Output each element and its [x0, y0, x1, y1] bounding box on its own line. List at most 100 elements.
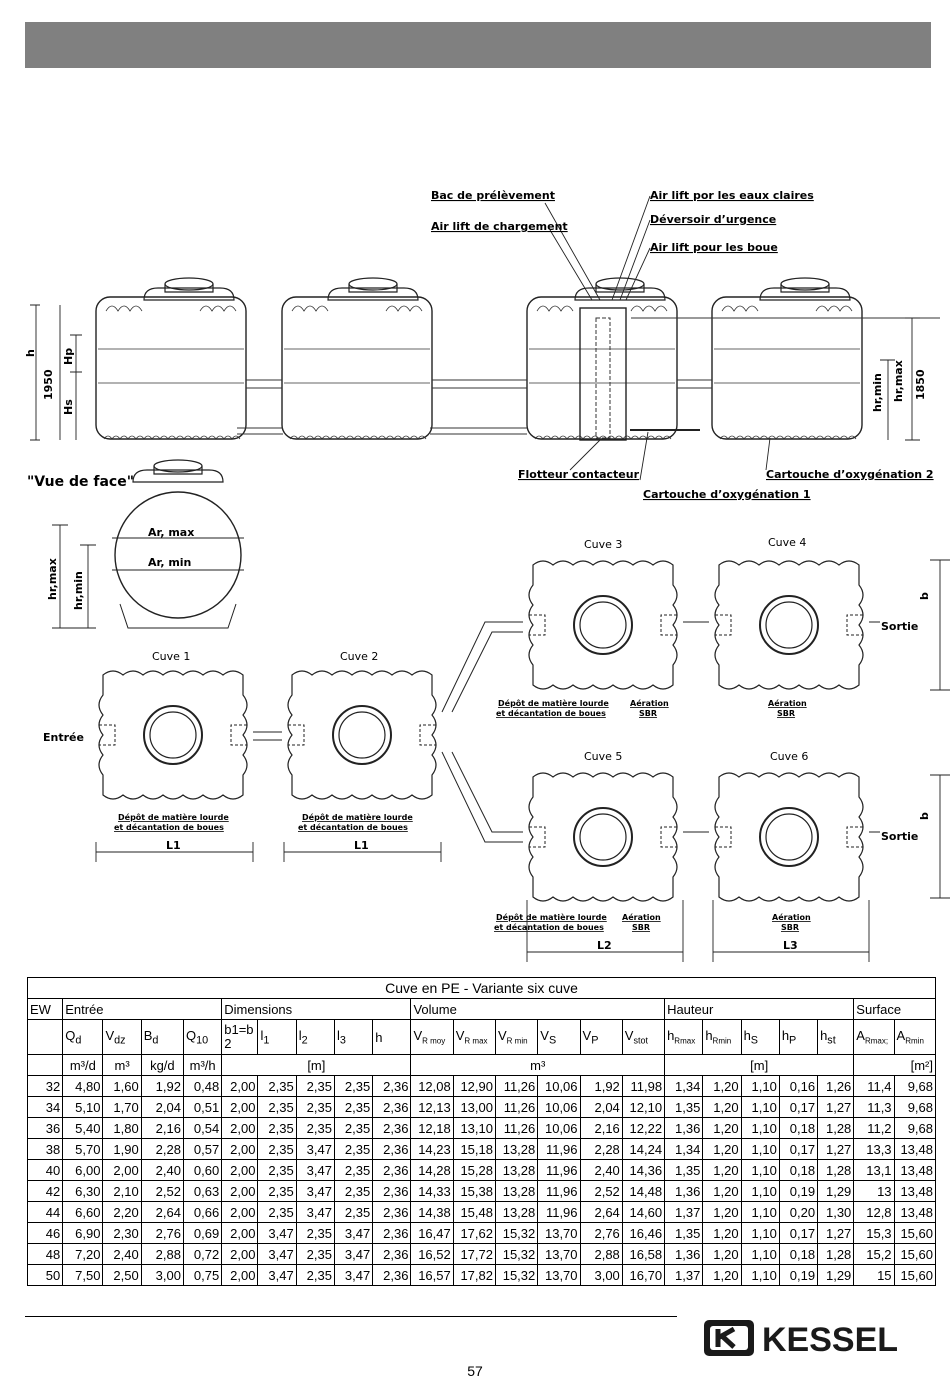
table-cell: 10,06: [537, 1117, 581, 1139]
depot-cuve5-l1: Dépôt de matière lourde: [496, 912, 607, 922]
table-cell: 1,20: [702, 1096, 742, 1118]
table-cell: 14,28: [410, 1159, 454, 1181]
table-cell: 1,10: [740, 1138, 780, 1160]
cuve-3-label: Cuve 3: [584, 538, 622, 551]
table-cell: 15,28: [452, 1159, 497, 1181]
l3-label: L3: [783, 939, 798, 952]
table-cell: 13,1: [853, 1159, 895, 1181]
table-title: Cuve en PE - Variante six cuve: [27, 977, 936, 999]
table-cell: 15,32: [494, 1243, 539, 1265]
table-cell: 0,19: [778, 1264, 819, 1286]
depot-cuve5-l2: et décantation de boues: [494, 922, 604, 932]
table-cell: 15,60: [893, 1243, 937, 1265]
callout-cartouche-1: Cartouche d’oxygénation 1: [643, 488, 811, 501]
table-cell: 1,35: [664, 1096, 704, 1118]
table-cell: 3,00: [140, 1264, 184, 1286]
table-cell: 7,50: [62, 1264, 104, 1286]
table-cell: 1,10: [740, 1243, 780, 1265]
table-cell: 1,20: [702, 1180, 742, 1202]
unit-vdz: m³: [102, 1054, 142, 1076]
table-cell: 42: [26, 1180, 64, 1202]
table-cell: 2,64: [579, 1201, 623, 1223]
table-cell: 1,36: [664, 1180, 704, 1202]
table-cell: 6,30: [62, 1180, 104, 1202]
table-cell: 2,50: [102, 1264, 142, 1286]
table-cell: 0,19: [778, 1180, 819, 1202]
table-cell: 15,18: [452, 1138, 497, 1160]
sym-hrmax: hRmax: [664, 1019, 704, 1055]
table-cell: 2,16: [579, 1117, 623, 1139]
sym-l1: l1: [257, 1019, 297, 1055]
table-cell: 1,36: [664, 1117, 704, 1139]
table-cell: 2,04: [579, 1096, 623, 1118]
table-cell: 1,29: [817, 1264, 855, 1286]
callout-flotteur-contacteur: Flotteur contacteur: [518, 468, 640, 481]
aeration-cuve6: Aération: [772, 912, 811, 922]
sym-vstot: Vstot: [621, 1019, 666, 1055]
table-cell: 4,80: [62, 1075, 104, 1097]
table-cell: 12,13: [410, 1096, 454, 1118]
depot-cuve3-l2: et décantation de boues: [496, 708, 606, 718]
table-cell: 2,36: [372, 1159, 412, 1181]
table-cell: 2,35: [333, 1117, 374, 1139]
table-cell: 1,10: [740, 1096, 780, 1118]
technical-drawing: h Hp 1950 Hs hr,min hr,max 1850 Bac de p…: [24, 189, 950, 962]
table-cell: 15,3: [853, 1222, 895, 1244]
dim-hr-max-side-label: hr,max: [892, 360, 905, 402]
table-cell: 1,20: [702, 1264, 742, 1286]
table-cell: 15,38: [452, 1180, 497, 1202]
sym-vrmin: VR min: [494, 1019, 539, 1055]
table-cell: 1,20: [702, 1159, 742, 1181]
sbr-cuve3: SBR: [639, 709, 657, 718]
svg-text:KESSEL: KESSEL: [762, 1321, 898, 1358]
table-cell: 1,37: [664, 1264, 704, 1286]
table-cell: 1,27: [817, 1222, 855, 1244]
page-number: 57: [467, 1363, 483, 1379]
table-cell: 2,35: [333, 1180, 374, 1202]
b-label-bottom: b: [918, 812, 931, 820]
l1-label-1: L1: [166, 839, 181, 852]
table-cell: 0,48: [182, 1075, 223, 1097]
table-cell: 0,57: [182, 1138, 223, 1160]
table-cell: 1,90: [102, 1138, 142, 1160]
table-cell: 1,20: [702, 1117, 742, 1139]
sym-vp: VP: [579, 1019, 623, 1055]
sym-l3: l3: [333, 1019, 374, 1055]
dim-1950-label: 1950: [42, 369, 55, 400]
table-cell: 1,70: [102, 1096, 142, 1118]
table-cell: 0,17: [778, 1138, 819, 1160]
table-cell: 9,68: [893, 1075, 937, 1097]
table-cell: 2,35: [333, 1075, 374, 1097]
table-cell: 1,10: [740, 1075, 780, 1097]
table-cell: 14,60: [621, 1201, 666, 1223]
table-cell: 1,10: [740, 1159, 780, 1181]
table-cell: 2,64: [140, 1201, 184, 1223]
table-cell: 13,28: [494, 1138, 539, 1160]
table-cell: 1,10: [740, 1264, 780, 1286]
table-cell: 15,48: [452, 1201, 497, 1223]
aeration-cuve3: Aération: [630, 698, 669, 708]
table-cell: 2,16: [140, 1117, 184, 1139]
table-cell: 13,48: [893, 1201, 937, 1223]
table-cell: 0,60: [182, 1159, 223, 1181]
cuve-5-label: Cuve 5: [584, 750, 622, 763]
table-cell: 2,35: [257, 1096, 297, 1118]
sym-hp: hP: [778, 1019, 819, 1055]
table-cell: 0,18: [778, 1117, 819, 1139]
sym-armin: ARmin: [893, 1019, 937, 1055]
sym-hrmin: hRmin: [702, 1019, 742, 1055]
table-cell: 2,35: [295, 1243, 335, 1265]
sym-q10: Q10: [182, 1019, 223, 1055]
table-cell: 0,16: [778, 1075, 819, 1097]
table-cell: 1,60: [102, 1075, 142, 1097]
table-cell: 36: [26, 1117, 64, 1139]
sym-hs: hS: [740, 1019, 780, 1055]
table-cell: 15,2: [853, 1243, 895, 1265]
table-cell: 2,35: [295, 1096, 335, 1118]
table-cell: 2,40: [140, 1159, 184, 1181]
unit-dims: [m]: [221, 1054, 412, 1076]
table-cell: 11,96: [537, 1138, 581, 1160]
table-cell: 2,35: [295, 1117, 335, 1139]
